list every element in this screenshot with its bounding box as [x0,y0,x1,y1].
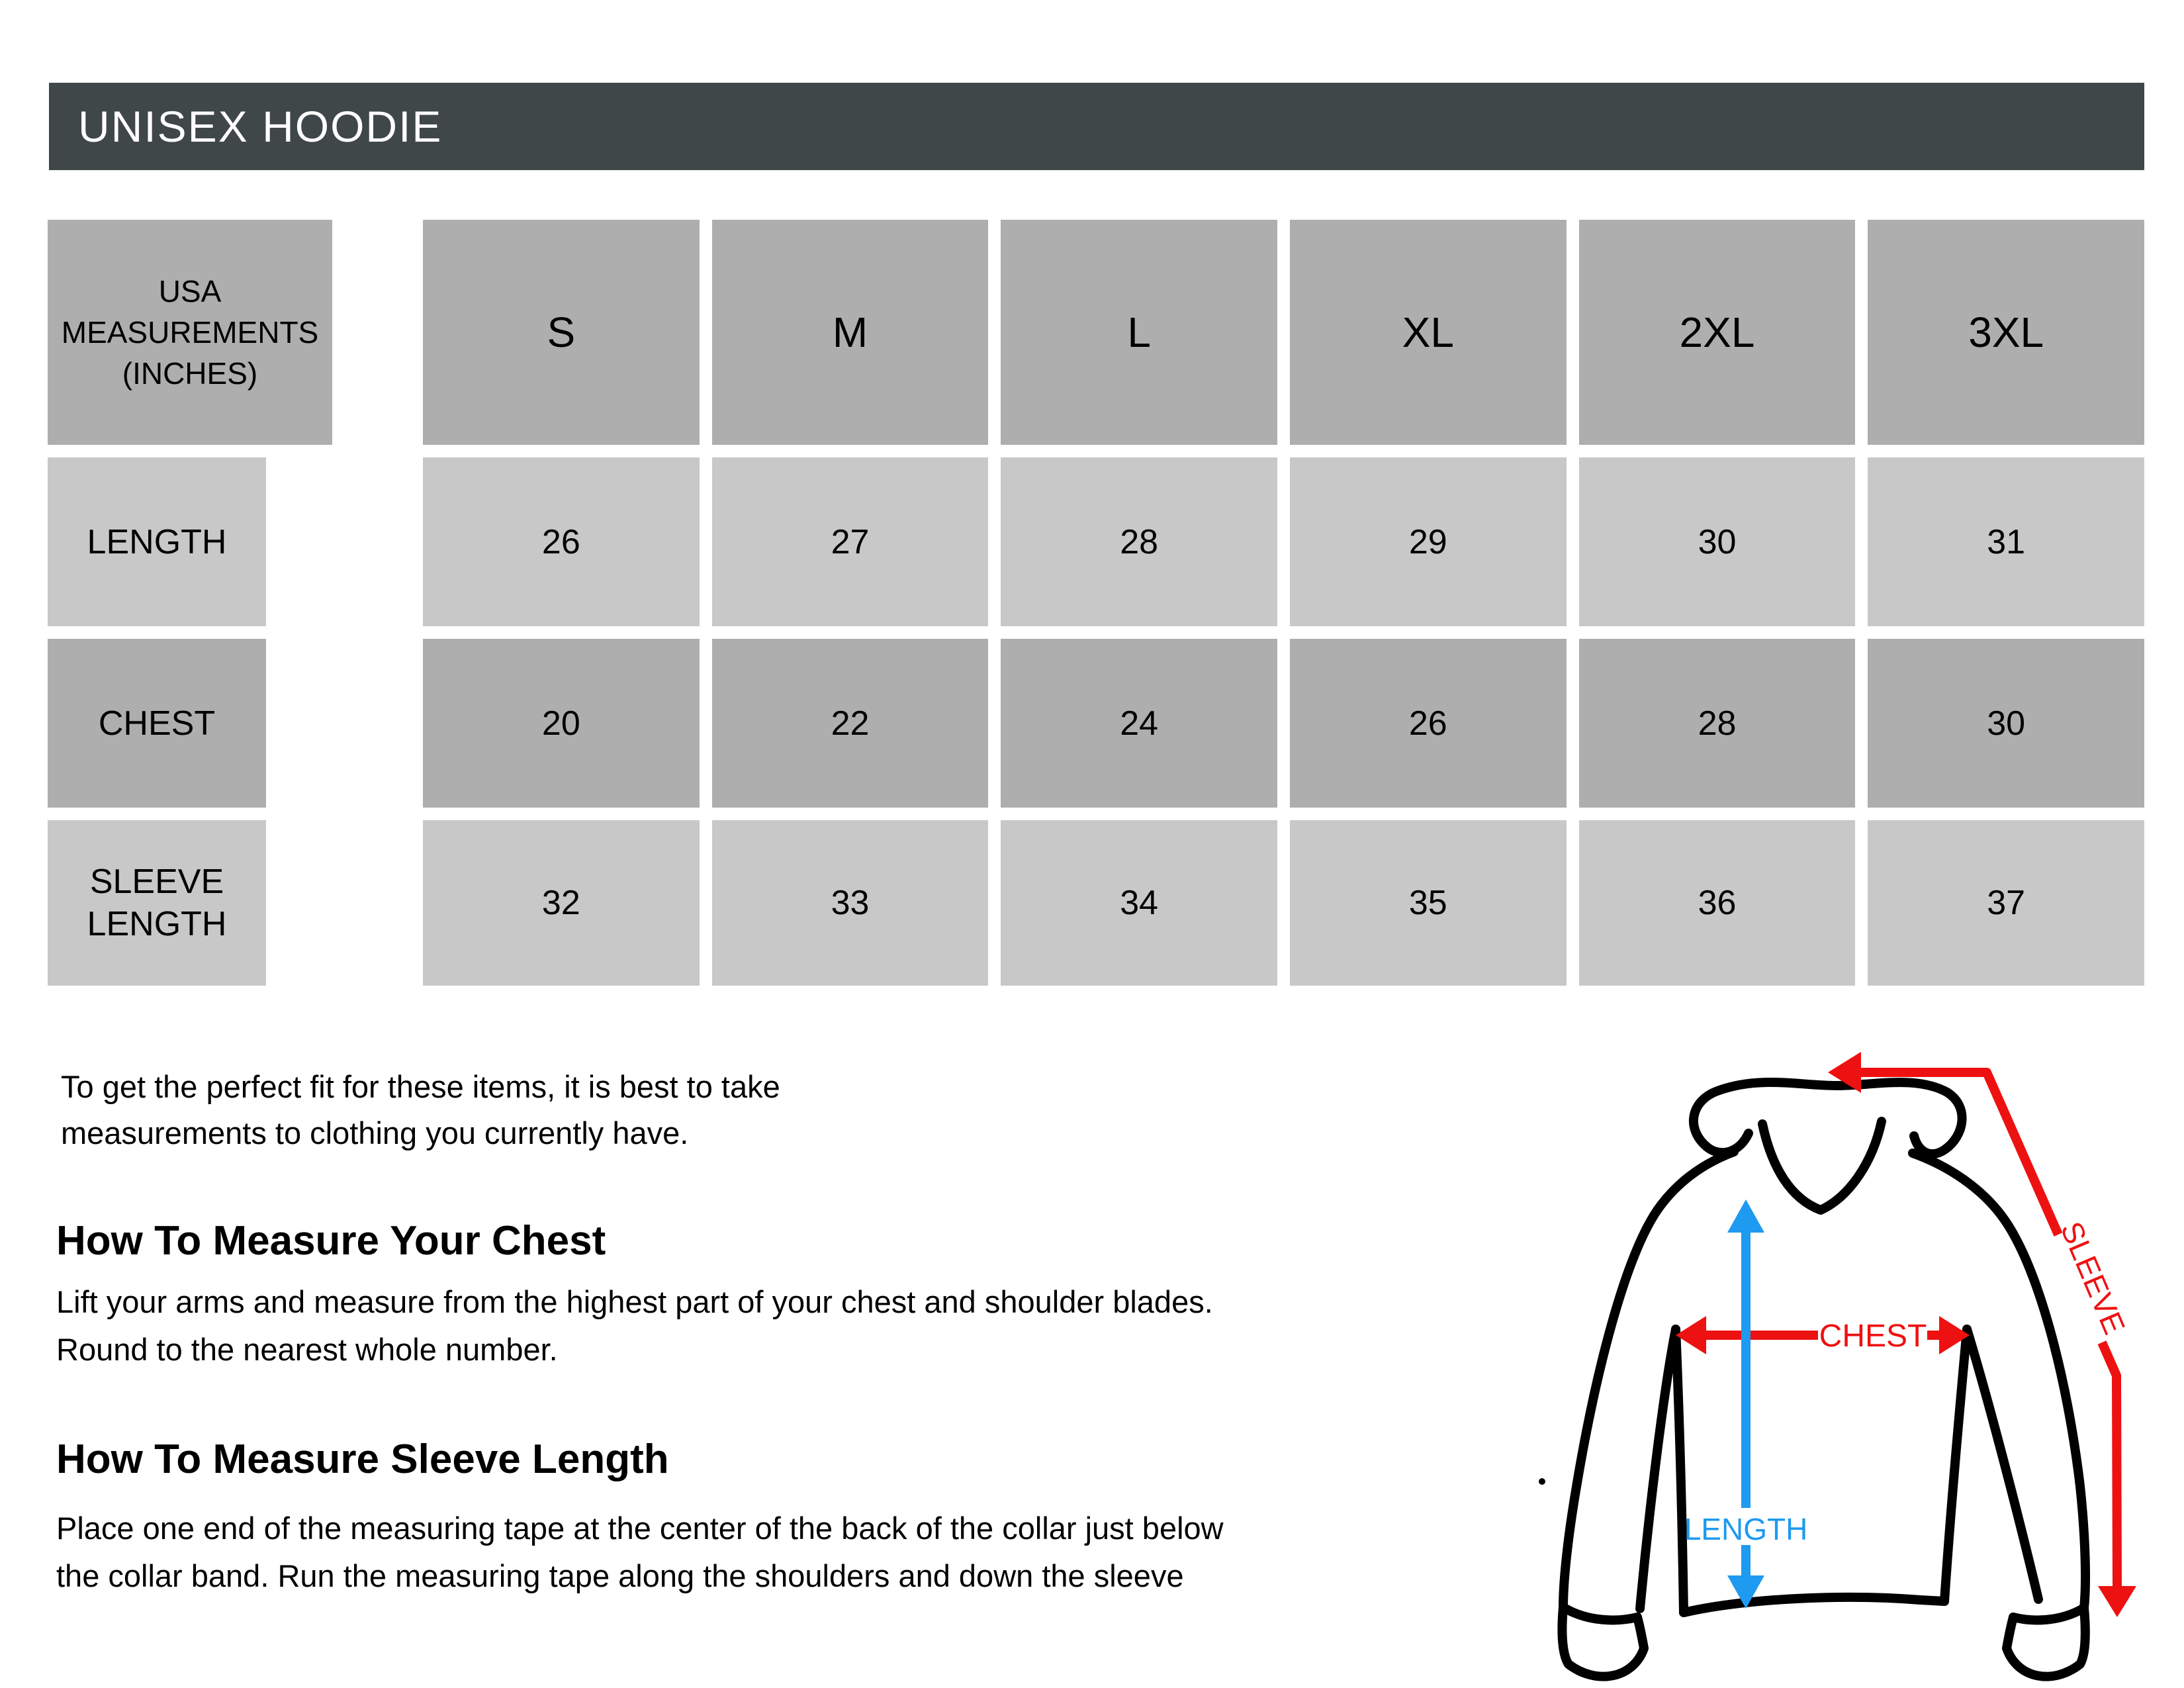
cell-length-3xl: 31 [1868,457,2144,626]
cell-chest-s: 20 [423,639,700,808]
length-arrowhead-up [1727,1199,1764,1233]
cell-chest-m: 22 [711,639,989,808]
title-bar: UNISEX HOODIE [49,83,2144,170]
cell-length-2xl: 30 [1578,457,1856,626]
size-table: USA MEASUREMENTS (INCHES) S M L XL 2XL 3… [48,220,2144,986]
cell-sleeve-s: 32 [423,820,700,986]
cell-chest-xl: 26 [1289,639,1567,808]
fit-note: To get the perfect fit for these items, … [61,1064,780,1156]
cell-chest-l: 24 [1001,639,1277,808]
cell-sleeve-3xl: 37 [1868,820,2144,986]
chest-text-line2: Round to the nearest whole number. [56,1332,558,1367]
cell-length-l: 28 [1001,457,1277,626]
fit-note-line1: To get the perfect fit for these items, … [61,1069,780,1104]
cell-length-xl: 29 [1289,457,1567,626]
cell-length-s: 26 [423,457,700,626]
hoodie-outline-drawing [1557,1078,2090,1681]
cell-chest-2xl: 28 [1578,639,1856,808]
size-header-xl: XL [1289,220,1567,445]
chest-section-text: Lift your arms and measure from the high… [56,1278,1213,1374]
sleeve-arrowhead-left [1828,1052,1861,1093]
size-header-l: L [1001,220,1277,445]
cell-sleeve-l: 34 [1001,820,1277,986]
sleeve-text-line1: Place one end of the measuring tape at t… [56,1511,1224,1546]
size-header-m: M [711,220,989,445]
sleeve-section-text: Place one end of the measuring tape at t… [56,1505,1224,1600]
table-corner-header: USA MEASUREMENTS (INCHES) [48,220,332,445]
size-header-2xl: 2XL [1578,220,1856,445]
chest-arrowhead-left [1676,1316,1706,1354]
fit-note-line2: measurements to clothing you currently h… [61,1115,689,1150]
chest-arrow: CHEST [1676,1316,1970,1354]
length-arrow: LENGTH [1684,1199,1808,1609]
sleeve-arrow-label: SLEEVE [2054,1217,2132,1339]
length-arrow-label: LENGTH [1684,1512,1808,1546]
sleeve-section-heading: How To Measure Sleeve Length [56,1436,669,1483]
stray-dot [1539,1478,1545,1485]
chest-arrow-label: CHEST [1819,1319,1927,1354]
row-label-chest: CHEST [48,639,266,808]
cell-chest-3xl: 30 [1868,639,2144,808]
chest-section-heading: How To Measure Your Chest [56,1218,606,1264]
length-arrowhead-down [1727,1575,1764,1609]
cell-length-m: 27 [711,457,989,626]
cell-sleeve-m: 33 [711,820,989,986]
cell-sleeve-xl: 35 [1289,820,1567,986]
sleeve-text-line2: the collar band. Run the measuring tape … [56,1558,1184,1593]
row-label-length: LENGTH [48,457,266,626]
chest-text-line1: Lift your arms and measure from the high… [56,1284,1213,1319]
row-label-sleeve-length: SLEEVE LENGTH [48,820,266,986]
chest-arrowhead-right [1939,1316,1970,1354]
hoodie-measurement-diagram: SLEEVE CHEST LENGTH [1539,1052,2136,1681]
sleeve-arrowhead-down [2098,1586,2136,1617]
size-header-s: S [423,220,700,445]
page-title: UNISEX HOODIE [78,102,443,151]
cell-sleeve-2xl: 36 [1578,820,1856,986]
size-header-3xl: 3XL [1868,220,2144,445]
